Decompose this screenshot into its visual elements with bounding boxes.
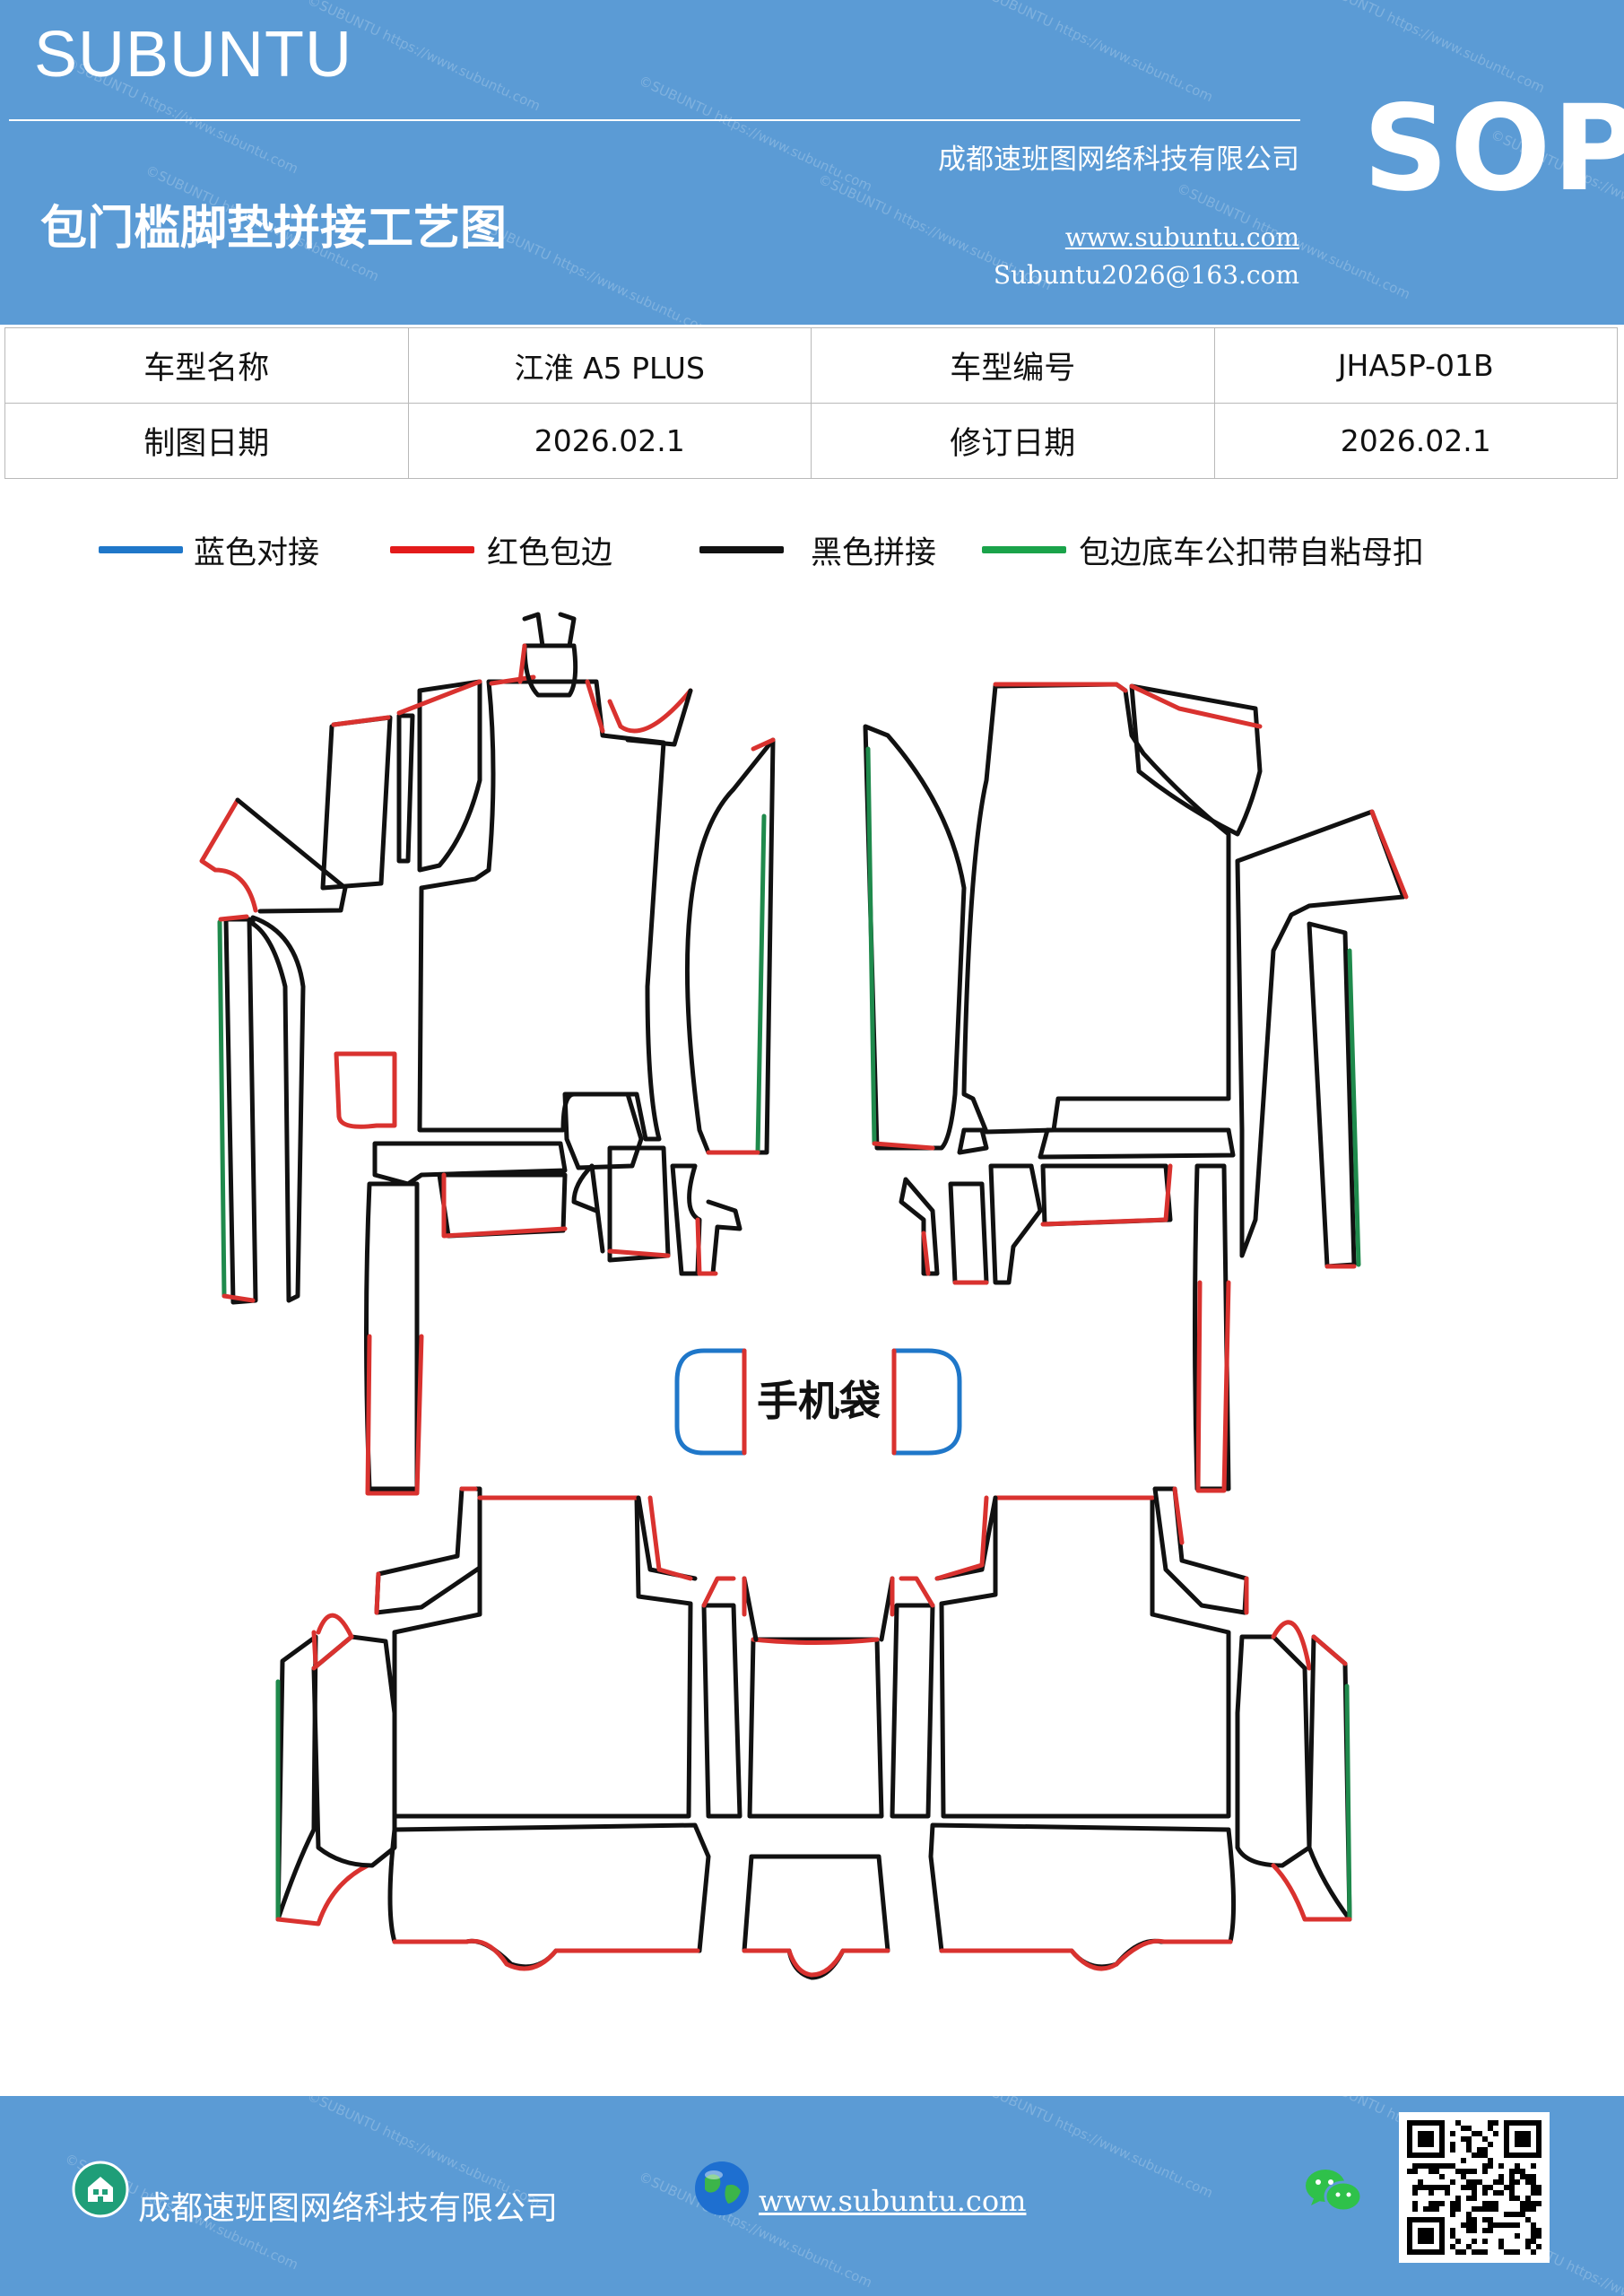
- front-right-mat-group: [863, 682, 1409, 1493]
- phone-pocket-label: 手机袋: [757, 1377, 881, 1425]
- legend-label: 黑色拼接: [811, 535, 937, 571]
- page-title: 包门槛脚垫拼接工艺图: [40, 202, 508, 256]
- legend-item-green: 包边底车公扣带自粘母扣: [982, 523, 1424, 577]
- vehicle-info-table: 车型名称 江淮 A5 PLUS 车型编号 JHA5P-01B 制图日期 2026…: [4, 327, 1618, 479]
- company-name: 成都速班图网络科技有限公司: [938, 144, 1299, 176]
- footer-website-link[interactable]: www.subuntu.com: [759, 2184, 1027, 2218]
- revise-date-value: 2026.02.1: [1213, 403, 1618, 479]
- model-name-value: 江淮 A5 PLUS: [407, 327, 812, 404]
- legend-label: 蓝色对接: [194, 535, 320, 571]
- draw-date-label: 制图日期: [4, 403, 409, 479]
- watermark-text: ©SUBUNTU https://www.subuntu.com: [474, 215, 714, 325]
- model-code-value: JHA5P-01B: [1213, 327, 1618, 404]
- legend-swatch-green: [982, 546, 1066, 553]
- legend-label: 包边底车公扣带自粘母扣: [1079, 535, 1425, 571]
- legend-item-red: 红色包边: [390, 523, 612, 577]
- sop-badge: SOP: [1363, 80, 1624, 218]
- qr-code: [1399, 2112, 1550, 2263]
- legend-item-black: 黑色拼接: [699, 523, 936, 577]
- brand-logo-text: SUBUNTU: [34, 19, 353, 91]
- front-left-mat-group: [199, 612, 776, 1496]
- legend-item-blue: 蓝色对接: [99, 523, 319, 577]
- globe-icon: [692, 2159, 751, 2218]
- mat-pattern-svg: 手机袋: [199, 612, 1409, 1980]
- watermark-text: ©SUBUNTU https://www.subuntu.com: [977, 0, 1216, 106]
- revise-date-label: 修订日期: [811, 403, 1215, 479]
- legend-swatch-blue: [99, 546, 183, 553]
- table-row: 制图日期 2026.02.1 修订日期 2026.02.1: [4, 403, 1618, 479]
- model-name-label: 车型名称: [4, 327, 409, 404]
- table-row: 车型名称 江淮 A5 PLUS 车型编号 JHA5P-01B: [4, 327, 1618, 404]
- website-link[interactable]: www.subuntu.com: [1064, 222, 1299, 252]
- floor-mat-diagram: 手机袋: [0, 592, 1624, 2072]
- model-code-label: 车型编号: [811, 327, 1215, 404]
- company-icon: [72, 2161, 129, 2218]
- footer-company-name: 成都速班图网络科技有限公司: [138, 2190, 559, 2227]
- wechat-icon: [1302, 2164, 1365, 2218]
- phone-pocket-group: 手机袋: [674, 1348, 962, 1456]
- draw-date-value: 2026.02.1: [407, 403, 812, 479]
- email-address: Subuntu2026@163.com: [993, 260, 1299, 290]
- header-banner: ©SUBUNTU https://www.subuntu.com ©SUBUNTU…: [0, 0, 1624, 325]
- legend-swatch-red: [390, 546, 474, 553]
- watermark-text: ©SUBUNTU https://www.subuntu.com: [636, 72, 875, 196]
- footer-banner: ©SUBUNTU https://www.subuntu.com©SUBUNTU…: [0, 2096, 1624, 2296]
- rear-mat-group: [275, 1486, 1352, 1980]
- header-divider: [9, 119, 1300, 121]
- legend-swatch-black: [699, 546, 784, 553]
- legend-label: 红色包边: [487, 535, 613, 571]
